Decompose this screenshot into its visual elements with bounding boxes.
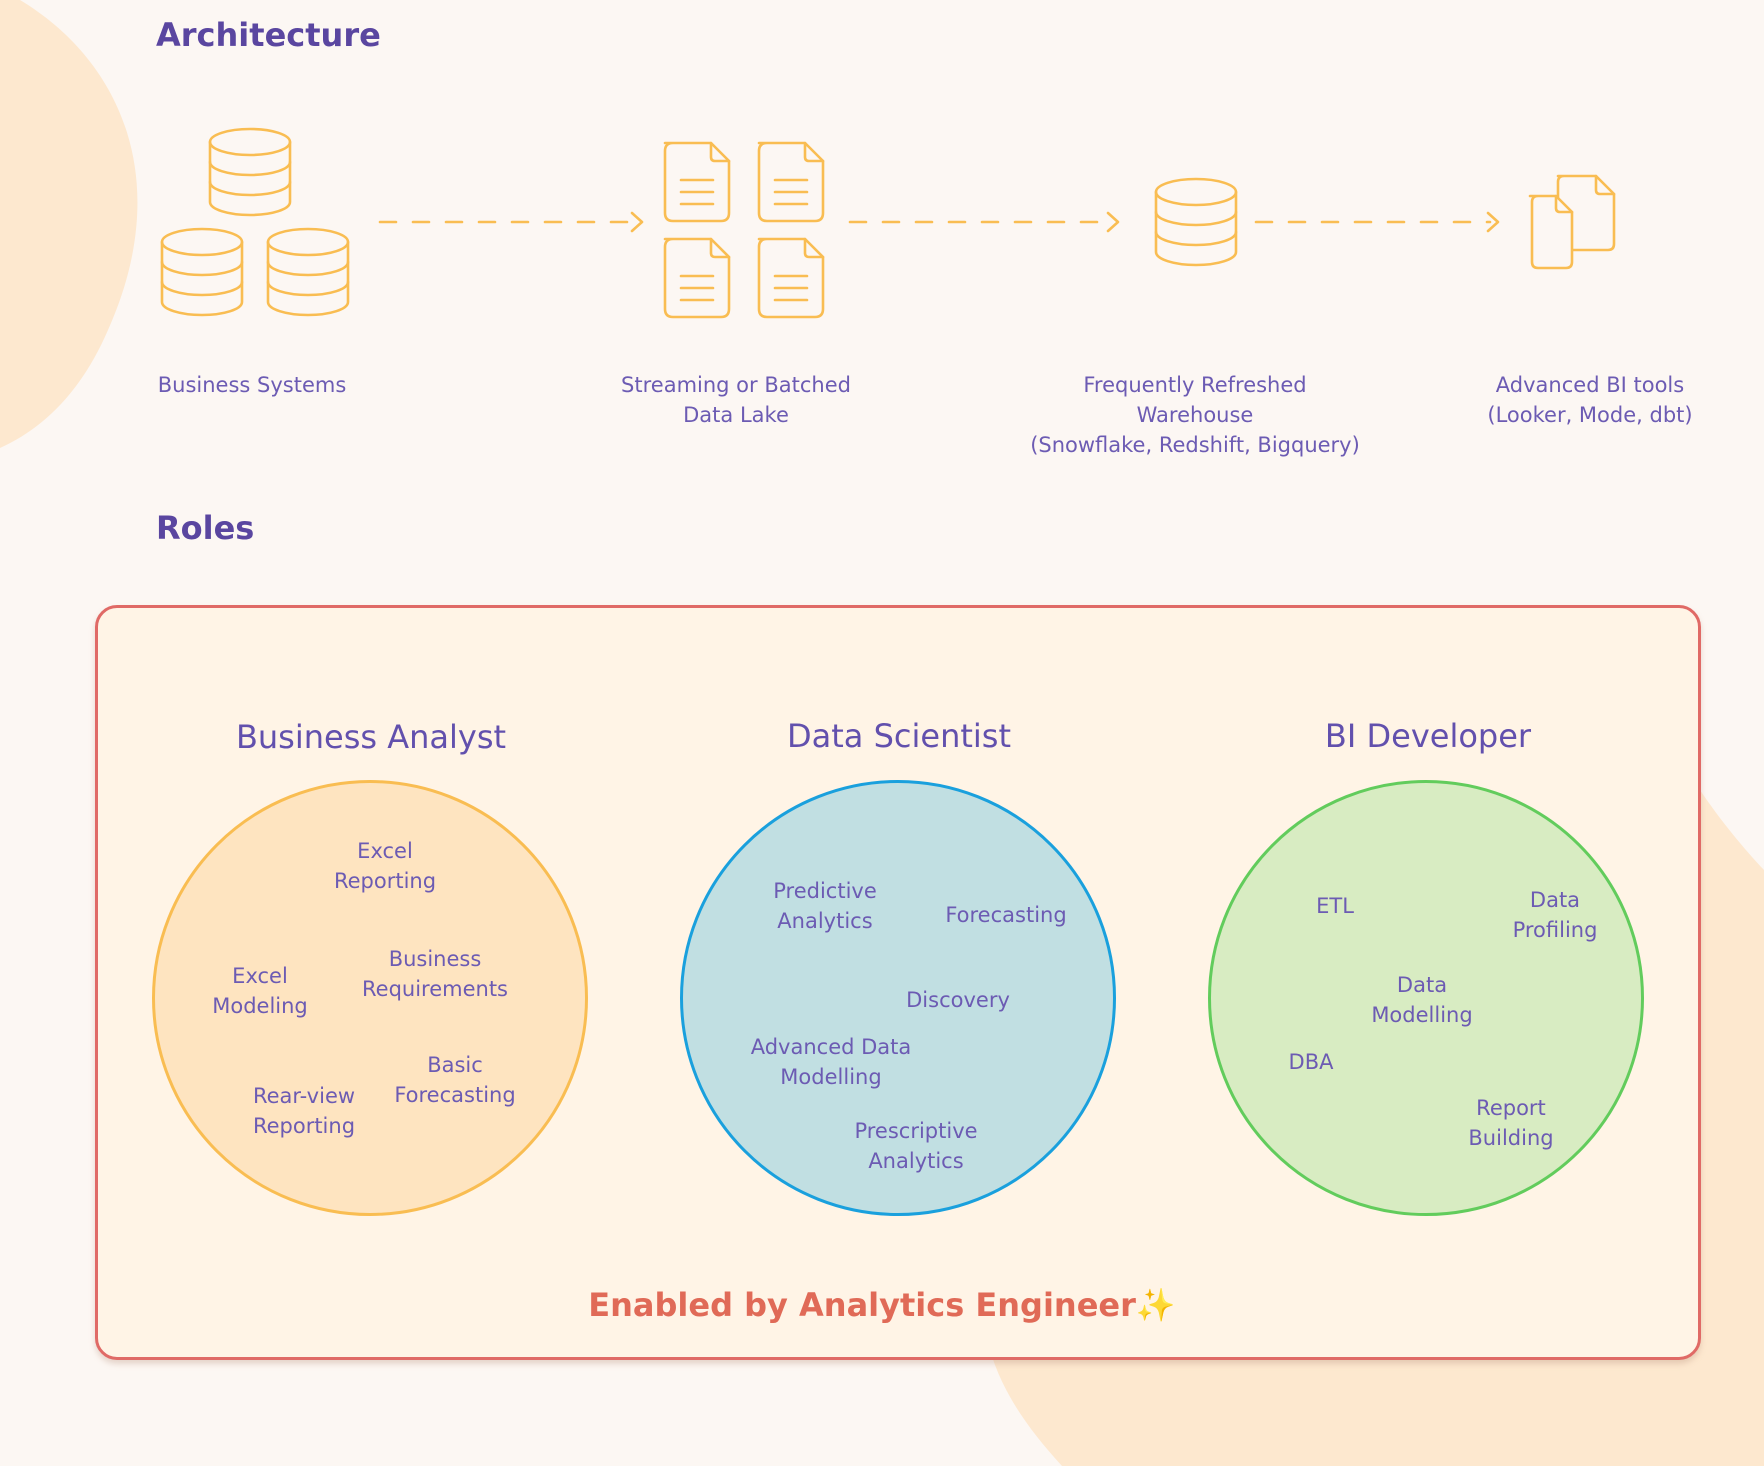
roles-heading: Roles — [156, 509, 255, 547]
architecture-diagram — [160, 127, 1616, 319]
documents-grid-icon — [663, 141, 825, 319]
role-title-data-scientist: Data Scientist — [787, 717, 1011, 755]
label-data-lake: Streaming or Batched Data Lake — [621, 373, 851, 427]
skill-dba: DBA — [1288, 1050, 1334, 1074]
skill-discovery: Discovery — [906, 988, 1010, 1012]
label-warehouse: Frequently Refreshed Warehouse (Snowflak… — [1030, 373, 1360, 457]
copy-documents-icon — [1528, 174, 1616, 270]
data-scientist-circle — [680, 780, 1116, 1216]
label-business-systems: Business Systems — [157, 373, 347, 397]
label-bi-tools: Advanced BI tools (Looker, Mode, dbt) — [1487, 373, 1693, 427]
role-title-business-analyst: Business Analyst — [235, 718, 507, 756]
architecture-heading: Architecture — [156, 16, 381, 54]
business-analyst-circle — [152, 780, 588, 1216]
database-icon — [1154, 177, 1238, 267]
skill-etl: ETL — [1316, 894, 1354, 918]
database-cluster-icon — [160, 127, 350, 317]
role-title-bi-developer: BI Developer — [1324, 717, 1532, 755]
sparkles-icon: ✨ — [1135, 1286, 1176, 1324]
arrow-heads — [630, 211, 1500, 233]
enabled-by-analytics-engineer: Enabled by Analytics Engineer✨ — [588, 1286, 1176, 1324]
skill-forecasting: Forecasting — [945, 903, 1067, 927]
bi-developer-circle — [1208, 780, 1644, 1216]
